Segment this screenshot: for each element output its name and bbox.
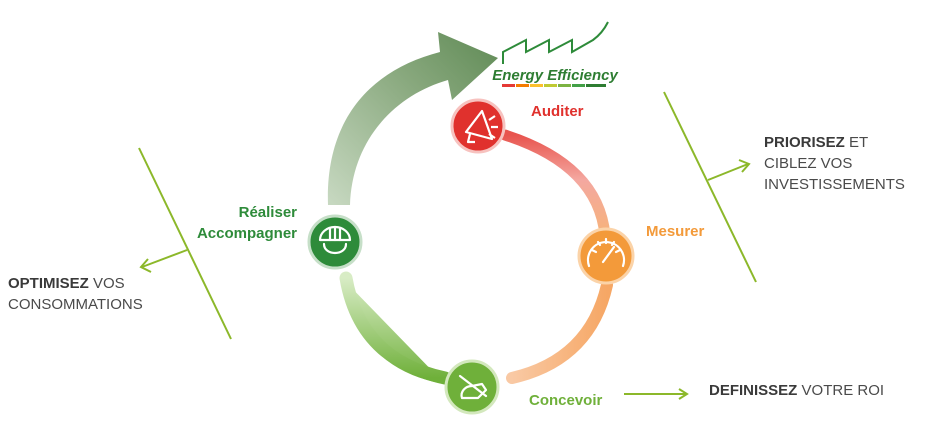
realiser-label: Réaliser <box>239 204 298 221</box>
auditer-node <box>450 98 506 154</box>
priorisez-divider-line <box>663 91 757 283</box>
definissez-arrow <box>624 388 689 400</box>
arc-mesurer-to-concevoir <box>506 279 613 384</box>
definissez-rest: VOTRE ROI <box>797 382 885 399</box>
realiser-node <box>307 214 363 270</box>
optimisez-bold: OPTIMISEZ <box>8 275 89 292</box>
priorisez-text: PRIORISEZ ET CIBLEZ VOS INVESTISSEMENTS <box>764 132 905 195</box>
arc-concevoir-to-realiser-band <box>339 271 452 385</box>
arc-auditer-to-mesurer <box>499 129 611 241</box>
auditer-label: Auditer <box>531 103 584 120</box>
optimisez-rest: VOS <box>88 275 125 292</box>
megaphone-icon <box>464 109 498 144</box>
optimisez-text: OPTIMISEZ VOS CONSOMMATIONS <box>8 273 143 315</box>
energy-efficiency-logo: Energy Efficiency <box>492 21 618 87</box>
hand-pen-icon <box>458 374 488 400</box>
gauge-icon <box>586 237 626 268</box>
concevoir-node <box>444 359 500 415</box>
definissez-text: DEFINISSEZ VOTRE ROI <box>709 380 884 401</box>
concevoir-label: Concevoir <box>529 392 603 409</box>
priorisez-line3: INVESTISSEMENTS <box>764 176 905 193</box>
big-progress-arrow <box>327 32 498 205</box>
mesurer-label: Mesurer <box>646 223 705 240</box>
mesurer-node <box>577 227 635 285</box>
logo-sawtooth-line <box>502 21 609 64</box>
logo-text: Energy Efficiency <box>492 67 618 84</box>
arc-concevoir-to-realiser <box>342 278 445 384</box>
optimisez-arrow <box>139 249 188 273</box>
priorisez-rest: ET <box>844 134 869 151</box>
priorisez-arrow <box>707 159 751 181</box>
optimisez-line2: CONSOMMATIONS <box>8 296 143 313</box>
logo-color-bar <box>502 84 606 87</box>
worker-helmet-icon <box>318 225 352 255</box>
optimisez-divider-line <box>138 147 232 340</box>
priorisez-bold: PRIORISEZ <box>764 134 845 151</box>
priorisez-line2: CIBLEZ VOS <box>764 155 853 172</box>
accompagner-label: Accompagner <box>197 225 297 242</box>
definissez-bold: DEFINISSEZ <box>709 382 798 399</box>
